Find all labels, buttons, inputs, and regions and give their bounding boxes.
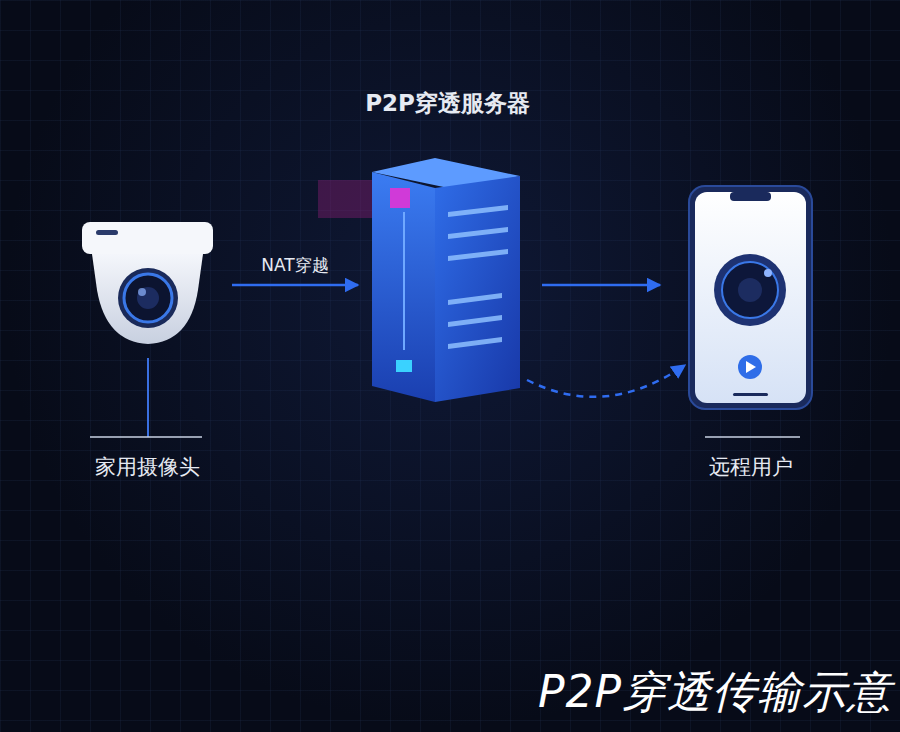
- device-node: 家用摄像头: [80, 220, 215, 345]
- underline: [705, 436, 800, 438]
- connector-arrow: [542, 284, 660, 287]
- node-label: 远程用户: [709, 453, 793, 481]
- underline: [90, 436, 202, 438]
- glow: [318, 180, 378, 218]
- leader-line: [147, 358, 149, 437]
- connector-arrow: [232, 284, 358, 287]
- edge-label: NAT穿越: [261, 254, 328, 277]
- phone-illustration: [688, 185, 813, 410]
- caption: P2P穿透传输示意: [538, 663, 892, 722]
- node-label: 家用摄像头: [95, 453, 200, 481]
- server-illustration: [370, 150, 525, 405]
- device-node: 远程用户: [688, 185, 813, 410]
- node-label: P2P穿透服务器: [365, 88, 530, 119]
- device-node: P2P穿透服务器: [370, 150, 525, 405]
- camera-illustration: [80, 220, 215, 345]
- connector-arrow: [527, 365, 685, 397]
